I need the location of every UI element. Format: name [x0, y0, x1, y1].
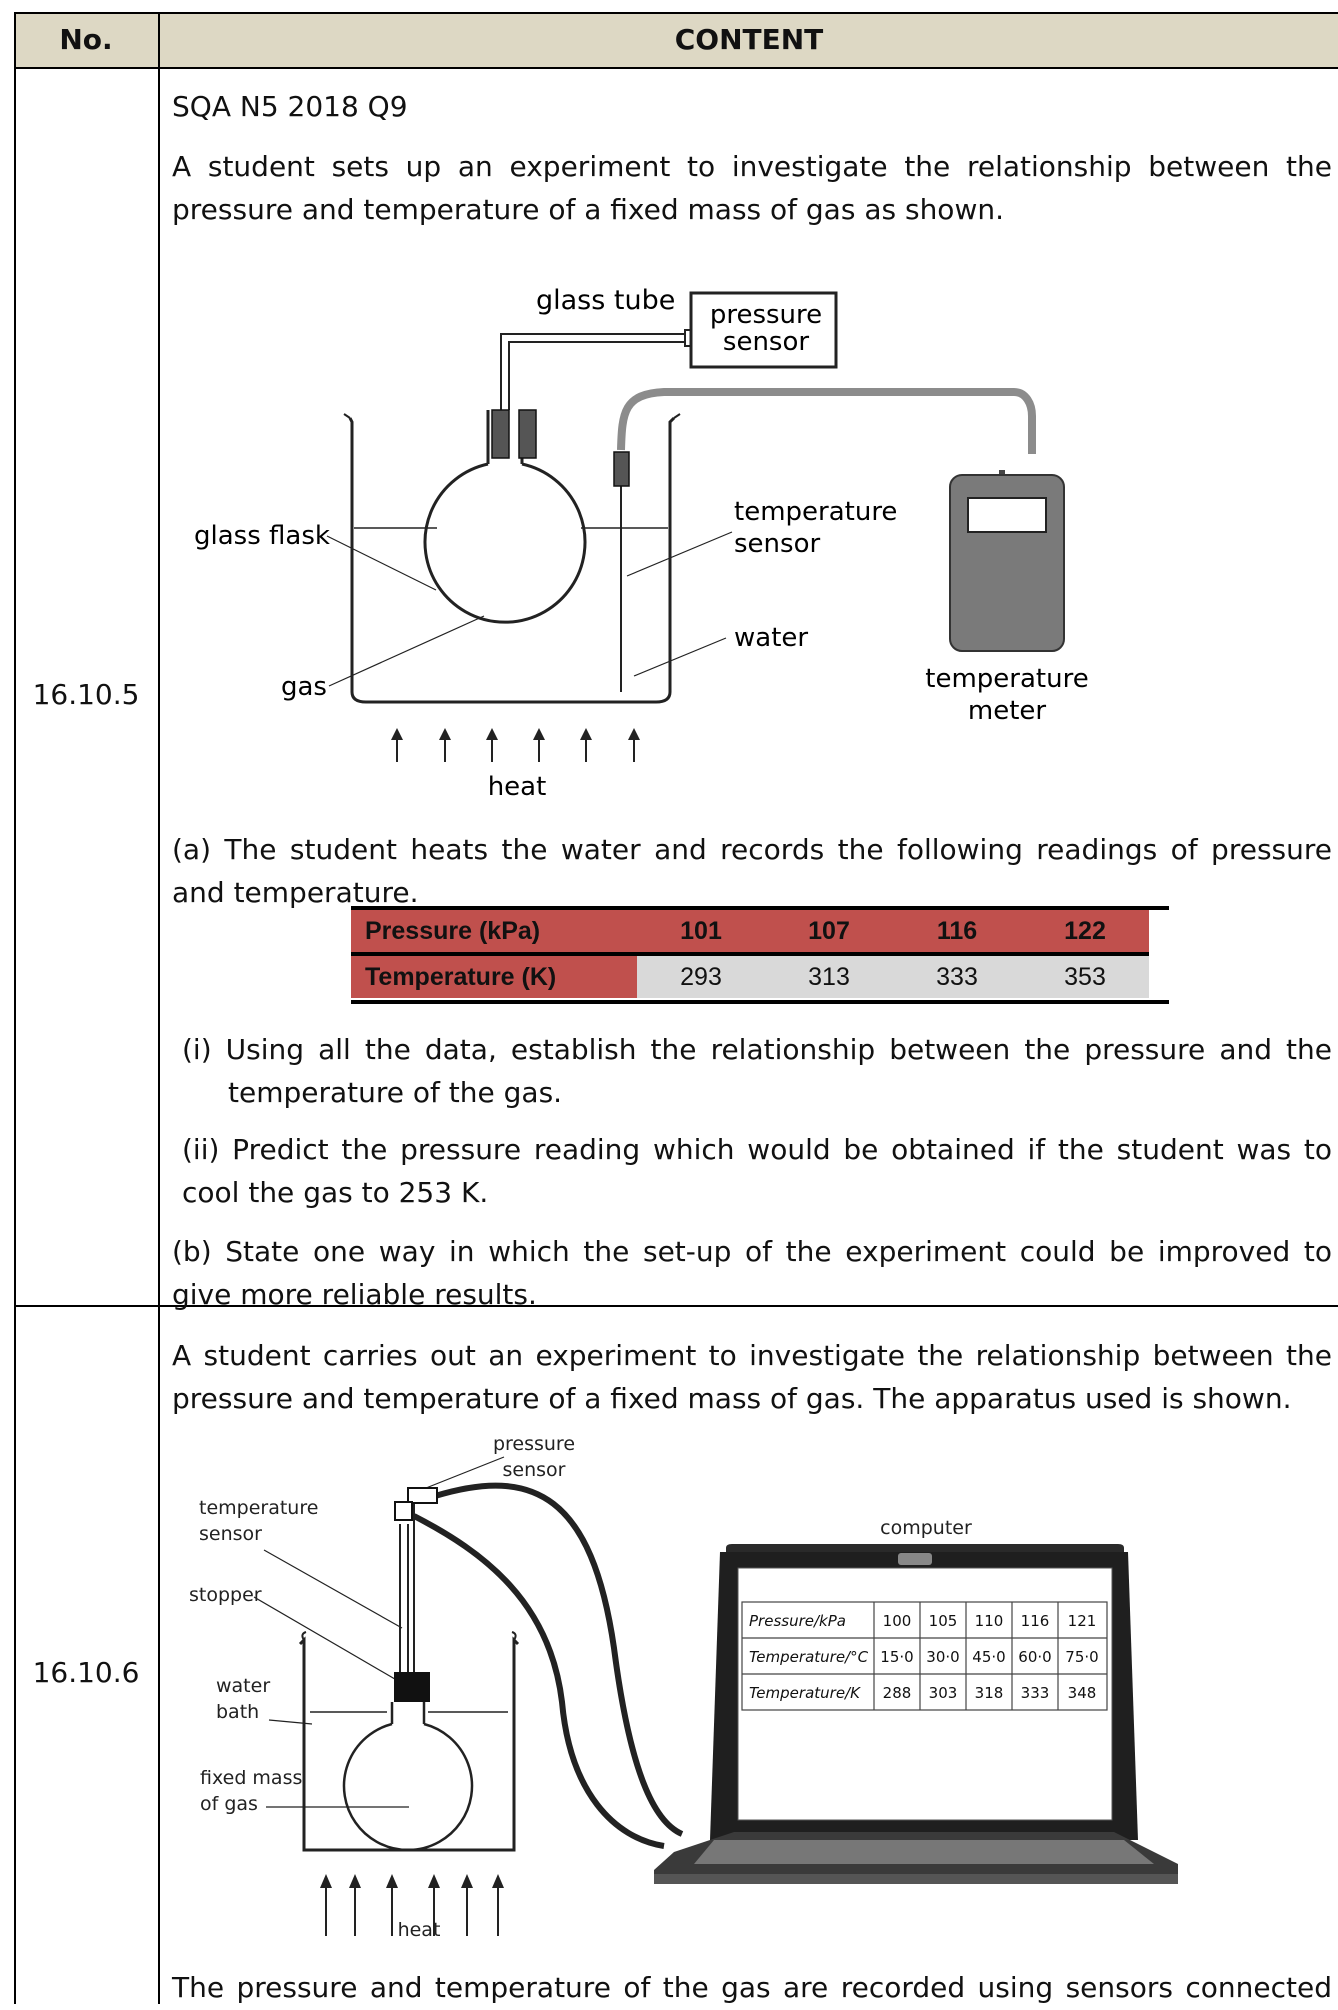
label-water: water: [216, 1675, 270, 1697]
question-intro-line: pressure and temperature of a fixed mass…: [172, 193, 1004, 226]
cell: 293: [637, 954, 765, 998]
question-intro-line: A student carries out an experiment to i…: [172, 1339, 1332, 1372]
part-i-line: (i) Using all the data, establish the re…: [182, 1033, 1332, 1066]
part-ii-line: (ii) Predict the pressure reading which …: [182, 1133, 1332, 1166]
label-gas: gas: [281, 672, 327, 702]
screen-cell: 100: [883, 1612, 912, 1630]
screen-cell: 75·0: [1065, 1648, 1098, 1666]
cell: 353: [1021, 954, 1149, 998]
question-number: 16.10.6: [32, 1656, 140, 1689]
question-number: 16.10.5: [32, 678, 140, 711]
screen-cell: 318: [975, 1684, 1004, 1702]
screen-cell: 116: [1021, 1612, 1050, 1630]
label-heat: heat: [398, 1919, 441, 1941]
header-divider: [14, 67, 1338, 69]
cell: 116: [893, 910, 1021, 954]
screen-row-label: Temperature/°C: [749, 1648, 869, 1666]
experiment-diagram-1: glass tube pressure sensor temperature s…: [194, 285, 1089, 802]
label-temperature: temperature: [199, 1497, 318, 1519]
row-label: Pressure (kPa): [351, 910, 637, 954]
cell: 101: [637, 910, 765, 954]
data-table-bottom-rule: [351, 1000, 1169, 1004]
screen-cell: 288: [883, 1684, 912, 1702]
table-border-left: [14, 12, 16, 2004]
table-row: Temperature (K) 293 313 333 353: [351, 954, 1149, 998]
label-glass-flask: glass flask: [194, 521, 330, 551]
part-a-line: (a) The student heats the water and reco…: [172, 833, 1332, 866]
screen-cell: 105: [929, 1612, 958, 1630]
question-source: SQA N5 2018 Q9: [172, 90, 408, 123]
header-content: CONTENT: [674, 23, 824, 56]
screen-cell: 333: [1021, 1684, 1050, 1702]
part-ii-line: cool the gas to 253 K.: [182, 1176, 489, 1209]
experiment-diagram-2: Pressure/kPa Temperature/°C Temperature/…: [189, 1433, 1178, 1941]
label-water: water: [734, 623, 808, 653]
part-i-line: temperature of the gas.: [228, 1076, 563, 1109]
data-table: Pressure (kPa) 101 107 116 122 Temperatu…: [351, 910, 1149, 998]
part-b-line: give more reliable results.: [172, 1278, 537, 1311]
screen-cell: 60·0: [1018, 1648, 1051, 1666]
screen-cell: 303: [929, 1684, 958, 1702]
screen-cell: 45·0: [972, 1648, 1005, 1666]
header-no: No.: [59, 23, 113, 56]
question-intro-line: pressure and temperature of a fixed mass…: [172, 1382, 1292, 1415]
label-pressure: pressure: [493, 1433, 575, 1455]
label-of-gas: of gas: [200, 1793, 258, 1815]
label-stopper: stopper: [189, 1584, 262, 1606]
screen-cell: 348: [1068, 1684, 1097, 1702]
row-label: Temperature (K): [351, 954, 637, 998]
table-border-top: [14, 12, 1338, 14]
cell: 122: [1021, 910, 1149, 954]
cell: 107: [765, 910, 893, 954]
table-header: [14, 12, 1338, 68]
label-sensor: sensor: [723, 327, 809, 357]
label-pressure: pressure: [710, 300, 822, 330]
label-meter: meter: [968, 696, 1047, 726]
part-a-line: and temperature.: [172, 876, 419, 909]
screen-cell: 121: [1068, 1612, 1097, 1630]
question-table: No. CONTENT 16.10.5 SQA N5 2018 Q9 A stu…: [14, 12, 1338, 2004]
label-computer: computer: [880, 1517, 972, 1539]
label-temperature: temperature: [925, 664, 1088, 694]
screen-row-label: Pressure/kPa: [749, 1612, 846, 1630]
label-sensor: sensor: [734, 529, 820, 559]
question-text-line: The pressure and temperature of the gas …: [172, 1971, 1332, 2004]
screen-cell: 15·0: [880, 1648, 913, 1666]
label-sensor: sensor: [503, 1459, 566, 1481]
label-fixed-mass: fixed mass: [200, 1767, 302, 1789]
data-table-top-rule: [351, 906, 1169, 910]
screen-row-label: Temperature/K: [749, 1684, 861, 1702]
label-glass-tube: glass tube: [536, 285, 675, 316]
question-intro-line: A student sets up an experiment to inves…: [172, 150, 1332, 183]
cell: 333: [893, 954, 1021, 998]
row-divider: [14, 1305, 1338, 1307]
screen-cell: 30·0: [926, 1648, 959, 1666]
label-temperature: temperature: [734, 497, 897, 527]
table-row: Pressure (kPa) 101 107 116 122: [351, 910, 1149, 954]
part-b-line: (b) State one way in which the set-up of…: [172, 1235, 1332, 1268]
column-divider: [158, 12, 160, 2004]
label-bath: bath: [216, 1701, 259, 1723]
screen-cell: 110: [975, 1612, 1004, 1630]
label-heat: heat: [488, 772, 547, 802]
label-sensor: sensor: [199, 1523, 262, 1545]
cell: 313: [765, 954, 893, 998]
